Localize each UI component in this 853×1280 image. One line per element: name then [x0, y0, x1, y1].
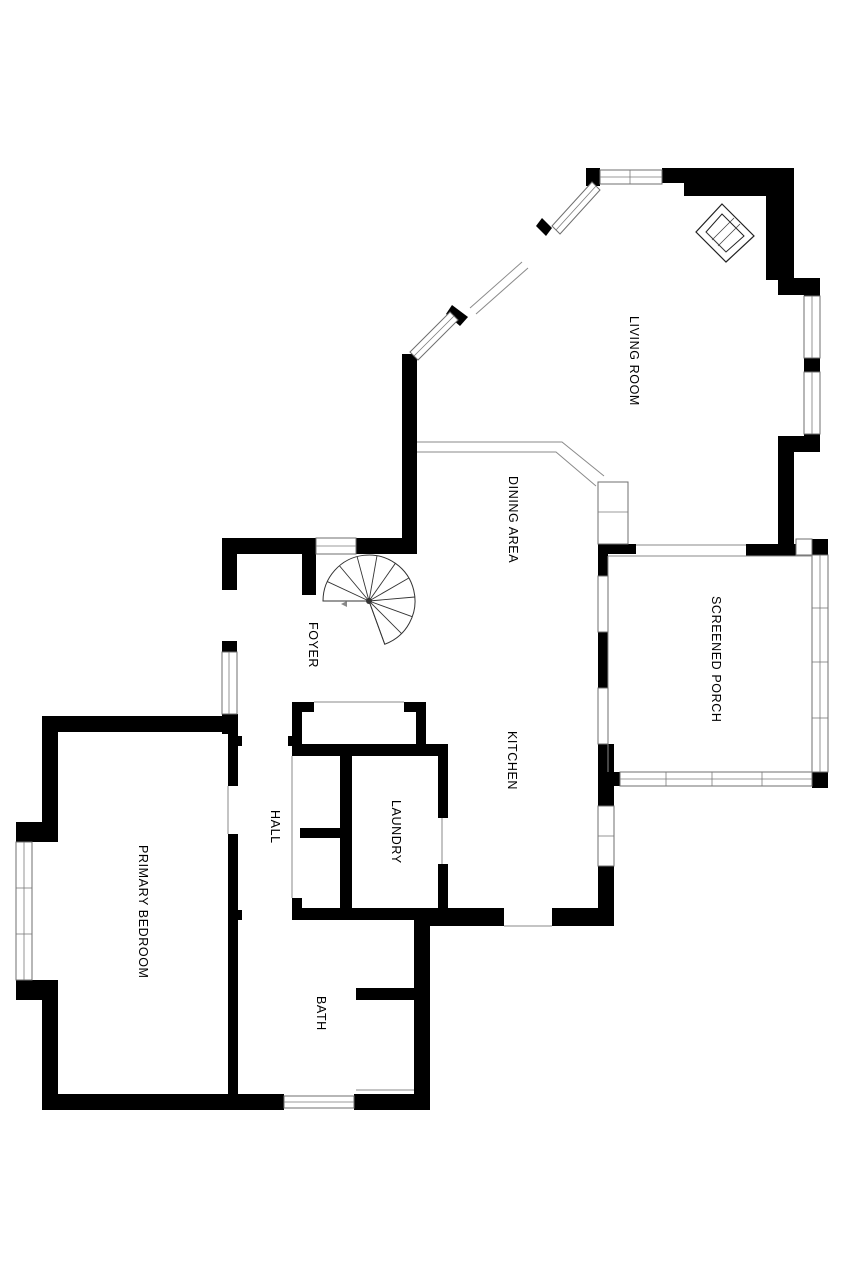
label-foyer: FOYER [306, 622, 320, 668]
label-laundry: LAUNDRY [389, 800, 403, 864]
label-screened-porch: SCREENED PORCH [709, 596, 723, 722]
label-kitchen: KITCHEN [505, 731, 519, 790]
label-primary-bedroom: PRIMARY BEDROOM [136, 845, 150, 979]
walls [16, 168, 828, 1110]
windows [15, 169, 829, 1109]
label-dining-area: DINING AREA [506, 476, 520, 563]
room-labels: LIVING ROOM DINING AREA SCREENED PORCH F… [136, 316, 723, 1031]
label-hall: HALL [268, 810, 282, 844]
fireplace-icon [695, 203, 755, 263]
label-living-room: LIVING ROOM [627, 316, 641, 406]
spiral-stair-icon [322, 554, 416, 645]
label-bath: BATH [314, 996, 328, 1031]
